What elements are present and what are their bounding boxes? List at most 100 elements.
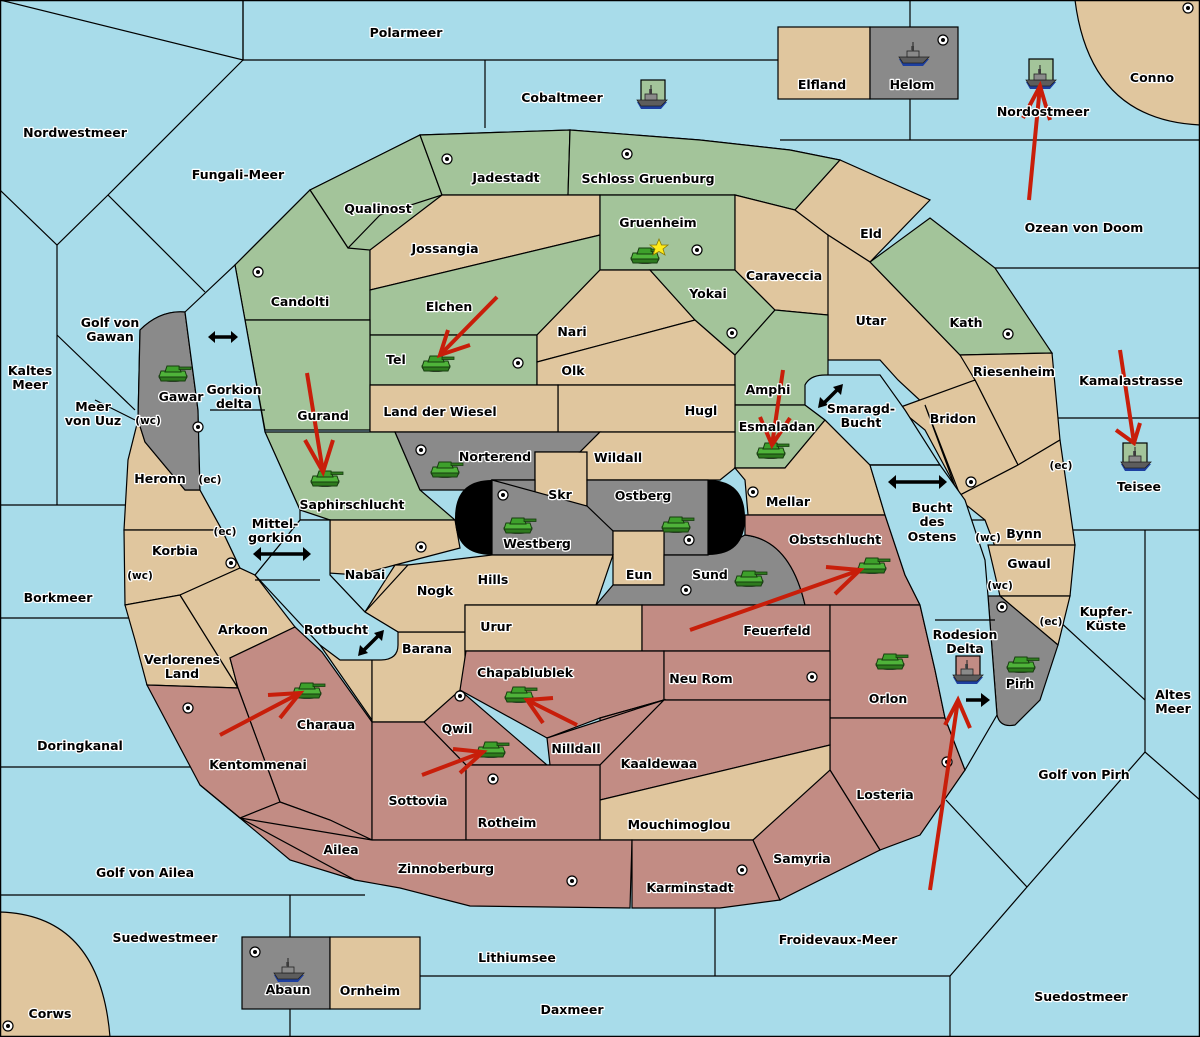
label-bucht-des-ostens: Bucht: [912, 500, 953, 515]
label-nordostmeer: Nordostmeer: [997, 104, 1090, 119]
supply-center-icon: [996, 601, 1008, 613]
label-olk: Olk: [561, 363, 585, 378]
supply-center-icon: [497, 489, 509, 501]
label-qwil: Qwil: [442, 721, 473, 736]
label-candolti: Candolti: [271, 294, 330, 309]
label-bridon: Bridon: [930, 411, 976, 426]
label-yokai: Yokai: [688, 286, 727, 301]
double-arrow-icon: [208, 331, 238, 343]
label-rodesion-delta: Rodesion: [933, 627, 998, 642]
label-mittelgorkion: Mittel-: [252, 516, 299, 531]
label-coast-wc: (wc): [127, 570, 153, 582]
label-jadestadt: Jadestadt: [471, 170, 539, 185]
label-obstschlucht: Obstschlucht: [789, 532, 881, 547]
territory-eld[interactable]: [794, 159, 932, 263]
supply-center-icon: [252, 266, 264, 278]
label-bynn: Bynn: [1006, 526, 1041, 541]
label-utar: Utar: [856, 313, 888, 328]
territory-kath[interactable]: [869, 217, 1054, 356]
label-rotheim: Rotheim: [478, 815, 537, 830]
move-arrow-icon: [928, 695, 972, 891]
label-altes-meer: Altes: [1155, 687, 1191, 702]
territory-zinnoberburg[interactable]: [239, 817, 633, 909]
move-arrow-icon: [1021, 80, 1052, 201]
move-arrow-icon: [689, 565, 865, 632]
double-arrow-icon: [358, 630, 384, 656]
label-gurand: Gurand: [297, 408, 349, 423]
label-sund: Sund: [692, 567, 728, 582]
supply-center-icon: [566, 875, 578, 887]
label-kaltes-meer-2: Meer: [12, 377, 48, 392]
territory-samyria[interactable]: [752, 769, 881, 901]
labels: Polarmeer Cobaltmeer Nordwestmeer Fungal…: [7, 24, 1193, 1023]
label-meer-von-uuz: Meer: [75, 399, 111, 414]
label-barana: Barana: [402, 641, 452, 656]
label-nordwestmeer: Nordwestmeer: [23, 125, 128, 140]
label-korbia: Korbia: [152, 543, 198, 558]
supply-center-icon: [487, 773, 499, 785]
label-verlorenes-land: Verlorenes: [144, 652, 220, 667]
label-neu-rom: Neu Rom: [669, 671, 732, 686]
supply-center-icon: [415, 541, 427, 553]
label-froidevaux-meer: Froidevaux-Meer: [779, 932, 898, 947]
move-arrow-icon: [421, 747, 488, 777]
label-coast-ec: (ec): [1040, 616, 1063, 628]
label-helom: Helom: [890, 77, 935, 92]
label-mellar: Mellar: [766, 494, 811, 509]
label-fungali-meer: Fungali-Meer: [192, 167, 285, 182]
label-elfland: Elfland: [798, 77, 846, 92]
label-ailea: Ailea: [323, 842, 358, 857]
supply-center-icon: [726, 327, 738, 339]
territory-corws[interactable]: [0, 911, 111, 1037]
label-hills: Hills: [478, 572, 509, 587]
label-gawar: Gawar: [159, 389, 205, 404]
label-caraveccia: Caraveccia: [746, 268, 822, 283]
supply-center-icon: [415, 444, 427, 456]
label-kaltes-meer: Kaltes: [8, 363, 52, 378]
territory-jadestadt[interactable]: [419, 129, 571, 196]
label-golf-von-pirh: Golf von Pirh: [1038, 767, 1129, 782]
double-arrow-icon: [253, 547, 311, 561]
territory-ornheim[interactable]: [329, 936, 421, 1010]
sea-bucht-des-ostens[interactable]: [869, 464, 998, 772]
sea-gorkion[interactable]: [184, 263, 301, 576]
arrow-right-icon: [966, 693, 990, 707]
label-rotbucht: Rotbucht: [304, 622, 368, 637]
label-eun: Eun: [626, 567, 652, 582]
label-bucht-des-ostens-2: des: [920, 514, 945, 529]
label-polarmeer: Polarmeer: [370, 25, 444, 40]
label-suedwestmeer: Suedwestmeer: [113, 930, 219, 945]
territory-gruenheim[interactable]: [599, 194, 736, 271]
label-elchen: Elchen: [426, 299, 473, 314]
double-arrow-icon: [888, 475, 947, 489]
label-sottovia: Sottovia: [389, 793, 448, 808]
label-kaaldewaa: Kaaldewaa: [621, 756, 698, 771]
label-westberg: Westberg: [503, 536, 571, 551]
impassable-east: [708, 480, 745, 555]
supply-center-icon: [965, 476, 977, 488]
label-riesenheim: Riesenheim: [973, 364, 1055, 379]
label-verlorenes-land-2: Land: [165, 666, 199, 681]
label-amphi: Amphi: [746, 382, 791, 397]
label-arkoon: Arkoon: [218, 622, 268, 637]
label-corws: Corws: [29, 1006, 72, 1021]
supply-center-icon: [182, 702, 194, 714]
label-doringkanal: Doringkanal: [37, 738, 123, 753]
label-heronn: Heronn: [134, 471, 186, 486]
territory-elfland[interactable]: [777, 26, 871, 100]
label-golf-von-gawan: Golf von: [81, 315, 140, 330]
label-saphirschlucht: Saphirschlucht: [300, 497, 405, 512]
territory-karminstadt[interactable]: [631, 839, 781, 909]
label-abaun: Abaun: [266, 982, 311, 997]
label-conno: Conno: [1130, 70, 1175, 85]
label-kupfer-kueste: Kupfer-: [1080, 604, 1133, 619]
supply-center-icon: [683, 534, 695, 546]
territory-conno[interactable]: [1074, 0, 1200, 126]
label-feuerfeld: Feuerfeld: [743, 623, 810, 638]
label-karminstadt: Karminstadt: [646, 880, 733, 895]
label-gorkion-delta: Gorkion: [206, 382, 261, 397]
supply-center-icon: [736, 864, 748, 876]
